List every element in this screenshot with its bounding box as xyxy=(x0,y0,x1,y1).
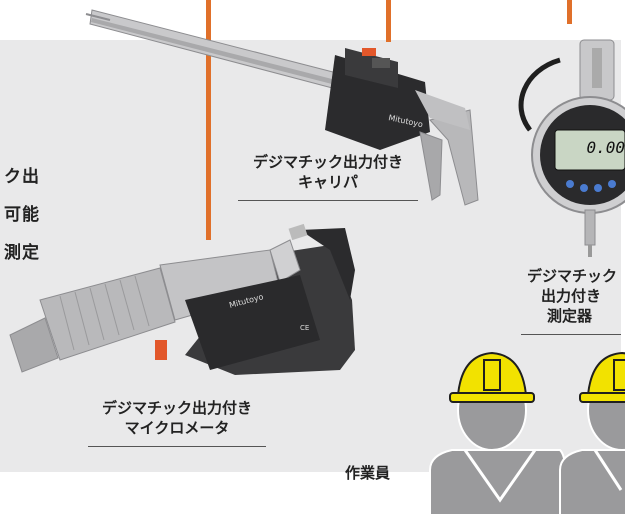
micrometer-label-line-1: デジマチック出力付き xyxy=(101,399,252,417)
worker-label: 作業員 xyxy=(345,464,391,482)
connector-line-caliper xyxy=(386,0,391,42)
indicator-display-reading: 0.00 xyxy=(586,138,625,157)
indicator-image xyxy=(518,39,625,257)
indicator-label-line-3: 測定器 xyxy=(547,307,593,325)
connector-line-indicator xyxy=(567,0,572,24)
caliper-label-underline xyxy=(238,200,418,201)
svg-text:CE: CE xyxy=(300,324,309,332)
side-text-line-2: 可能 xyxy=(4,205,40,225)
side-text-line-1: ク出 xyxy=(4,167,40,187)
caliper-label-line-2: キャリパ xyxy=(297,173,358,191)
micrometer-label-line-2: マイクロメータ xyxy=(124,419,230,437)
indicator-label-line-1: デジマチック xyxy=(527,267,618,285)
caliper-image: Mitutoyo xyxy=(85,9,479,206)
micrometer-label: デジマチック出力付き マイクロメータ xyxy=(88,398,266,447)
micrometer-image: Mitutoyo CE xyxy=(9,223,355,375)
worker-figure-1 xyxy=(429,351,566,515)
indicator-label-underline xyxy=(521,334,621,335)
worker-figure-2 xyxy=(559,351,625,515)
indicator-label-line-2: 出力付き xyxy=(541,287,602,305)
side-text-line-3: 測定 xyxy=(4,243,40,263)
indicator-label: デジマチック 出力付き 測定器 xyxy=(521,266,621,335)
connector-line-micrometer xyxy=(206,0,211,240)
caliper-label-line-1: デジマチック出力付き xyxy=(252,153,403,171)
caliper-label: デジマチック出力付き キャリパ xyxy=(238,152,418,201)
micrometer-label-underline xyxy=(88,446,266,447)
